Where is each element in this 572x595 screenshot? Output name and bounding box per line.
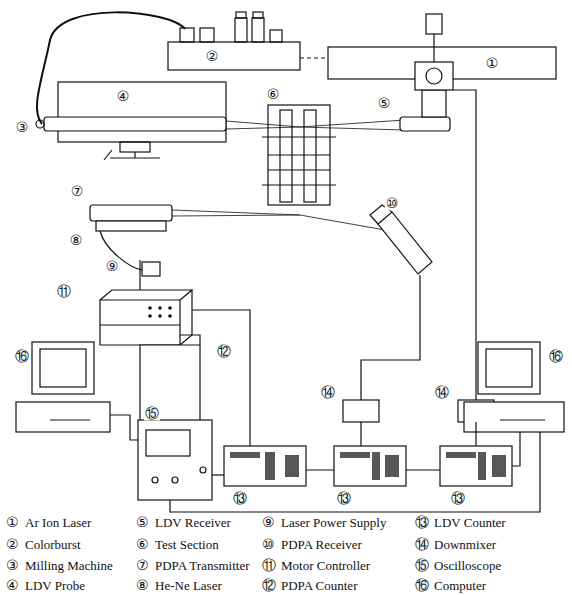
legend-number: ② [6, 537, 19, 552]
legend-number: ① [6, 515, 19, 530]
legend-name: Downmixer [434, 537, 496, 552]
callout-number: ⑮ [144, 406, 160, 421]
legend-name: Test Section [155, 537, 219, 552]
legend-name: Ar Ion Laser [25, 515, 91, 530]
legend-number: ④ [6, 578, 19, 593]
legend-number: ⑦ [136, 558, 149, 573]
callout-number: ① [485, 56, 500, 71]
callout-number: ⑭ [320, 385, 336, 400]
legend-number: ⑯ [415, 578, 429, 593]
callout-number: ⑬ [336, 491, 352, 506]
legend-name: LDV Probe [25, 578, 85, 593]
legend-name: PDPA Transmitter [155, 558, 250, 573]
legend-name: LDV Receiver [155, 515, 231, 530]
legend-number: ⑬ [415, 515, 429, 530]
legend-number: ⑩ [262, 537, 275, 552]
legend-number: ⑥ [136, 537, 149, 552]
legend-number: ⑭ [415, 537, 429, 552]
callout-number: ⑬ [232, 491, 248, 506]
legend-name: PDPA Counter [281, 578, 357, 593]
legend-number: ⑫ [262, 578, 276, 593]
callout-number: ⑨ [105, 259, 120, 274]
legend-name: LDV Counter [434, 515, 506, 530]
legend-name: PDPA Receiver [281, 537, 362, 552]
legend-number: ⑪ [262, 558, 276, 573]
callout-number: ④ [116, 89, 131, 104]
legend-number: ③ [6, 558, 19, 573]
callout-number: ② [205, 49, 220, 64]
legend-number: ⑤ [136, 515, 149, 530]
callout-number: ⑧ [69, 233, 84, 248]
legend-name: Motor Controller [281, 558, 370, 573]
legend-number: ⑨ [262, 515, 275, 530]
callout-number: ⑫ [216, 344, 232, 359]
callout-number: ⑦ [70, 184, 85, 199]
legend-name: He-Ne Laser [155, 578, 222, 593]
callout-number: ⑭ [434, 385, 450, 400]
legend-name: Oscilloscope [434, 558, 501, 573]
legend-name: Colorburst [25, 537, 81, 552]
legend-number: ⑧ [136, 578, 149, 593]
callout-number: ⑯ [14, 349, 30, 364]
legend-number: ⑮ [415, 558, 429, 573]
callout-number: ⑯ [548, 349, 564, 364]
callout-number: ⑬ [450, 491, 466, 506]
legend-name: Laser Power Supply [281, 515, 386, 530]
legend-name: Computer [434, 578, 486, 593]
callout-number: ⑤ [377, 96, 392, 111]
legend-name: Milling Machine [25, 558, 113, 573]
callout-number: ⑪ [56, 284, 72, 299]
callout-number: ③ [15, 120, 30, 135]
callout-number: ⑩ [385, 196, 400, 211]
callout-number: ⑥ [266, 87, 281, 102]
